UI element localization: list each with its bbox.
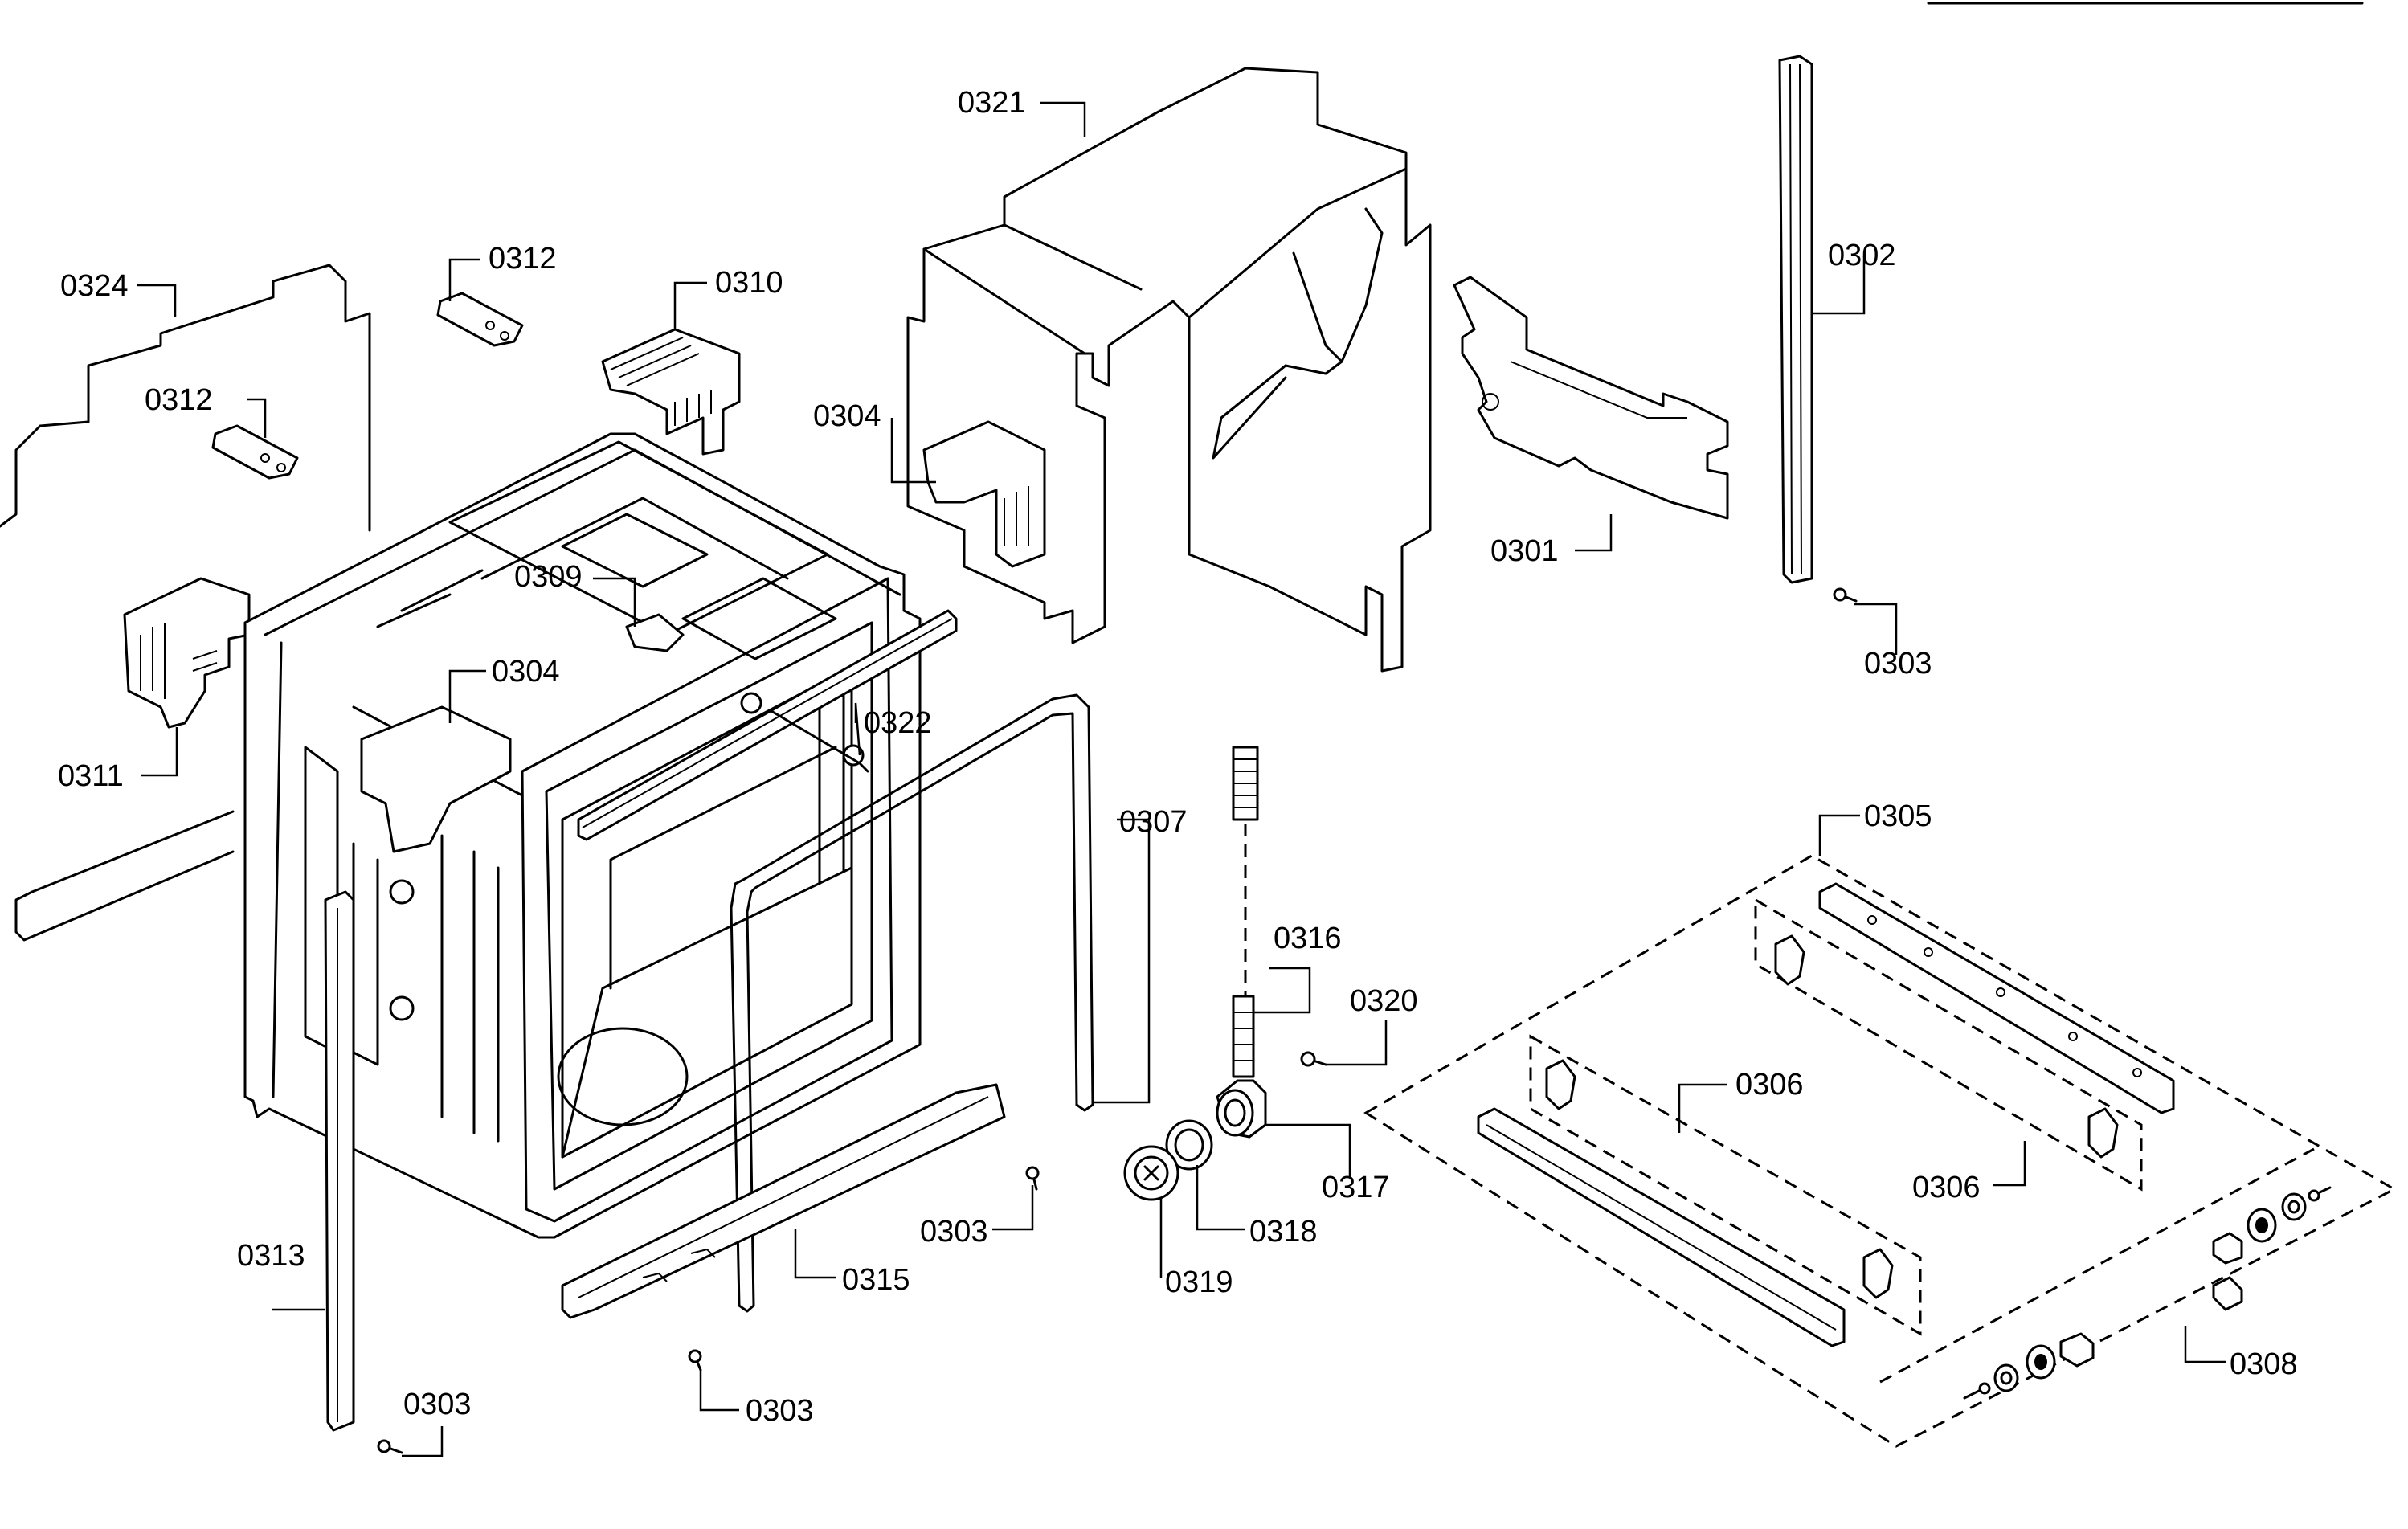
leader-lines [137,101,2226,1457]
part-0303-screw-center [1025,1166,1040,1191]
part-0304-bracket-lower [360,705,512,853]
part-0311-hinge-bracket [123,577,251,729]
part-0302-trim-strip [1778,55,1813,584]
part-0313-side-strip [324,890,355,1432]
label-0301: 0301 [1490,534,1559,568]
label-0311: 0311 [58,759,124,793]
part-0316-spring [1232,746,1259,1078]
label-0308: 0308 [2230,1347,2298,1381]
part-0324-side-panel [0,264,371,942]
part-0320-screw [1300,1051,1327,1067]
label-0317: 0317 [1322,1171,1390,1204]
part-0312-clip-upper [436,292,524,347]
part-0321-top-insulation [906,67,1432,673]
label-0312-a: 0312 [489,242,557,276]
part-0308-wheel-set-left [1963,1332,2095,1400]
part-0310-hinge-bracket [601,328,741,456]
label-0303-d: 0303 [403,1388,472,1421]
label-0306-b: 0306 [1912,1171,1981,1204]
part-0312-clip-lower [211,424,299,480]
label-0313: 0313 [237,1239,305,1273]
part-0303-screw-right [1833,587,1858,603]
label-0315: 0315 [842,1263,910,1297]
part-0306-foot-b [1545,1059,1576,1110]
label-0304-b: 0304 [492,655,560,689]
label-0320: 0320 [1350,984,1418,1018]
part-0303-screw-bottom [688,1349,702,1372]
part-0306-foot-d [1862,1248,1894,1299]
label-0307: 0307 [1119,805,1188,839]
label-0321: 0321 [958,86,1026,120]
label-0306-a: 0306 [1735,1068,1804,1102]
label-0302: 0302 [1828,239,1896,272]
part-0305-base-assembly [1363,854,2398,1448]
part-0306-foot-a [1774,934,1805,986]
label-0310: 0310 [715,266,783,300]
part-0319-cap [1123,1145,1179,1201]
label-0304-a: 0304 [813,399,881,433]
label-0309: 0309 [514,560,583,594]
label-0303-b: 0303 [920,1215,988,1249]
label-0322: 0322 [864,706,932,740]
label-0319: 0319 [1165,1265,1233,1299]
label-0312-b: 0312 [145,383,213,417]
label-0303-c: 0303 [746,1394,814,1428]
label-0303-a: 0303 [1864,647,1932,681]
part-0317-elbow-fitting [1216,1079,1267,1139]
part-0318-ring [1165,1119,1213,1171]
part-0309-clip [625,613,685,652]
part-0304-bracket-upper [922,420,1046,568]
part-0315-base-rail [561,1083,1006,1319]
part-0303-screw-left [377,1439,403,1454]
part-0307-door-seal [730,693,1094,1313]
part-0306-foot-c [2087,1107,2119,1159]
part-0308-wheel-set-right [2212,1186,2332,1311]
label-0305: 0305 [1864,799,1932,833]
label-0324: 0324 [60,269,129,303]
label-0316: 0316 [1274,922,1342,955]
label-0318: 0318 [1249,1215,1318,1249]
part-0301-panel [1453,276,1729,520]
part-0322-rail [577,609,958,841]
